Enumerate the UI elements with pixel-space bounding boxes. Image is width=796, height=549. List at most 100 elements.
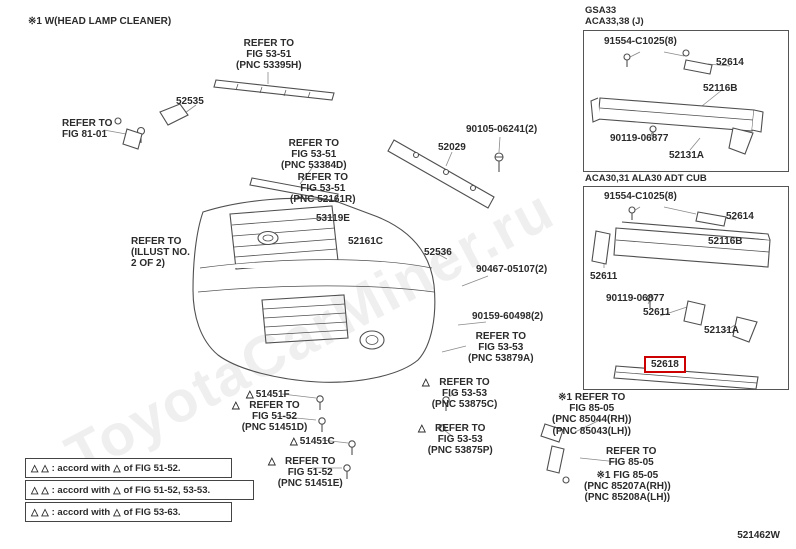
note-fig85-05-text: REFER TO FIG 85-05 (606, 446, 657, 469)
part-52618[interactable]: 52618 (644, 356, 686, 374)
note-fig85-05: REFER TO FIG 85-05 (606, 446, 656, 468)
head-lamp-cleaner-note: ※1 W(HEAD LAMP CLEANER) (28, 16, 172, 27)
note-fig53-53-pnc53875p: △REFER TO FIG 53-53 (PNC 53875P) (418, 423, 493, 457)
part-53119e-text: 53119E (316, 213, 350, 224)
part-52116b-gsa33[interactable]: 52116B (703, 83, 737, 94)
part-90119-06877-gsa33[interactable]: 90119-06877 (610, 133, 668, 144)
part-51451f[interactable]: △51451F (246, 389, 290, 400)
legend-row-3: △△: accord with△of FIG 53-63. (25, 502, 232, 522)
bolt-icon (649, 125, 657, 133)
part-51451f-text: 51451F (255, 389, 290, 400)
note-fig53-53-pnc53875p-text: REFER TO FIG 53-53 (PNC 53875P) (427, 423, 493, 457)
note-fig53-53-pnc53879a-text: REFER TO FIG 53-53 (PNC 53879A) (468, 331, 534, 365)
note-fig51-52-pnc51451d-text: REFER TO FIG 51-52 (PNC 51451D) (241, 400, 308, 434)
lower-grille (261, 294, 349, 344)
legend-accord-text: : accord with (51, 506, 111, 518)
bolt-icon (623, 53, 631, 61)
note-illust-2of2-text: REFER TO (ILLUST NO. 2 OF 2) (131, 236, 190, 270)
part-52614-gsa33[interactable]: 52614 (716, 57, 744, 68)
warning-triangle-icon: △ (113, 506, 121, 518)
legend-accord-text: : accord with (51, 462, 111, 474)
part-52611-left[interactable]: 52611 (590, 271, 617, 282)
part-52614-aca30[interactable]: 52614 (726, 211, 754, 222)
note-fig51-52-pnc51451e-text: REFER TO FIG 51-52 (PNC 51451E) (277, 456, 343, 490)
reinforcement-bar-aca30 (613, 227, 771, 268)
bracket-52614-gsa33 (683, 59, 713, 75)
warning-triangle-icon: △ (41, 462, 49, 474)
part-90159-60498[interactable]: 90159-60498(2) (472, 311, 543, 322)
part-91554-c1025-aca30-text: 91554-C1025(8) (604, 191, 677, 202)
part-90119-06877-aca30[interactable]: 90119-06877 (606, 293, 664, 304)
bracket-52614-aca30 (695, 211, 727, 227)
note-fig53-51-pnc53384d-text: REFER TO FIG 53-51 (PNC 53384D) (281, 138, 347, 172)
part-52116b-aca30[interactable]: 52116B (708, 236, 742, 247)
warning-triangle-icon: △ (268, 456, 276, 467)
washer-actuator (540, 423, 564, 443)
note-fig53-51-pnc53395h-text: REFER TO FIG 53-51 (PNC 53395H) (236, 38, 302, 72)
warning-triangle-icon: △ (246, 389, 254, 400)
part-52618-text: 52618 (644, 356, 686, 374)
part-90467-05107-text: 90467-05107(2) (476, 264, 548, 275)
legend-fig-text: of FIG 51-52, 53-53. (123, 484, 211, 496)
part-52536[interactable]: 52536 (424, 247, 452, 258)
bracket-52535 (159, 103, 189, 126)
part-52029[interactable]: 52029 (438, 142, 466, 153)
part-52536-text: 52536 (424, 247, 452, 258)
part-90105-06241-text: 90105-06241(2) (466, 124, 538, 135)
arm-52131a-gsa33 (728, 127, 754, 155)
note-fig53-51-pnc53395h: REFER TO FIG 53-51 (PNC 53395H) (236, 38, 302, 72)
note-fig81-01-text: REFER TO FIG 81-01 (62, 118, 113, 141)
note-fig51-52-pnc51451e: △REFER TO FIG 51-52 (PNC 51451E) (268, 456, 343, 490)
warning-triangle-icon: △ (41, 506, 49, 518)
grille-upper-molding (213, 79, 335, 101)
part-51451c-text: 51451C (299, 436, 335, 447)
spacer-52611-left (591, 230, 611, 265)
part-52611-right-text: 52611 (643, 307, 671, 318)
part-90105-06241[interactable]: 90105-06241(2) (466, 124, 537, 135)
part-90467-05107[interactable]: 90467-05107(2) (476, 264, 547, 275)
legend-accord-text: : accord with (51, 484, 111, 496)
part-90119-06877-aca30-text: 90119-06877 (606, 293, 665, 304)
part-52611-right[interactable]: 52611 (643, 307, 670, 318)
bolt-icon (114, 117, 122, 125)
reinforcement-bar-gsa33 (597, 97, 755, 132)
part-52116b-aca30-text: 52116B (708, 236, 743, 247)
legend-row-2: △△: accord with△of FIG 51-52, 53-53. (25, 480, 254, 500)
note-fig53-51-pnc52161r-text: REFER TO FIG 53-51 (PNC 52161R) (290, 172, 356, 206)
warning-triangle-icon: △ (113, 484, 121, 496)
part-52116b-gsa33-text: 52116B (703, 83, 738, 94)
legend-row-1: △△: accord with△of FIG 51-52. (25, 458, 232, 478)
screw-icon (343, 464, 351, 472)
part-91554-c1025-aca30[interactable]: 91554-C1025(8) (604, 191, 677, 202)
bolt-icon (682, 49, 690, 57)
part-52535[interactable]: 52535 (176, 96, 204, 107)
part-53119e[interactable]: 53119E (316, 213, 350, 224)
part-52131a-aca30[interactable]: 52131A (704, 325, 739, 336)
note-fig53-53-pnc53875c-text: REFER TO FIG 53-53 (PNC 53875C) (431, 377, 498, 411)
note-fig81-01: REFER TO FIG 81-01 (62, 118, 112, 140)
screw-icon (316, 395, 324, 403)
part-91554-c1025-gsa33[interactable]: 91554-C1025(8) (604, 36, 677, 47)
warning-triangle-icon: △ (418, 423, 426, 434)
warning-triangle-icon: △ (290, 436, 298, 447)
part-51451c[interactable]: △51451C (290, 436, 335, 447)
warning-triangle-icon: △ (113, 462, 121, 474)
fender-bracket (122, 128, 143, 150)
note-fig51-52-pnc51451d: △REFER TO FIG 51-52 (PNC 51451D) (232, 400, 307, 434)
warning-triangle-icon: △ (232, 400, 240, 411)
warning-triangle-icon: △ (31, 462, 39, 474)
note-illust-2of2: REFER TO (ILLUST NO. 2 OF 2) (131, 236, 190, 270)
spacer-52611-right (683, 300, 706, 326)
warning-triangle-icon: △ (31, 506, 39, 518)
part-52161c-text: 52161C (348, 236, 384, 247)
part-52131a-gsa33[interactable]: 52131A (669, 150, 704, 161)
note-fig53-51-pnc52161r: REFER TO FIG 53-51 (PNC 52161R) (290, 172, 356, 206)
part-52611-left-text: 52611 (590, 271, 618, 282)
part-52614-aca30-text: 52614 (726, 211, 754, 222)
note-fig53-51-pnc53384d: REFER TO FIG 53-51 (PNC 53384D) (281, 138, 347, 172)
part-52161c[interactable]: 52161C (348, 236, 383, 247)
